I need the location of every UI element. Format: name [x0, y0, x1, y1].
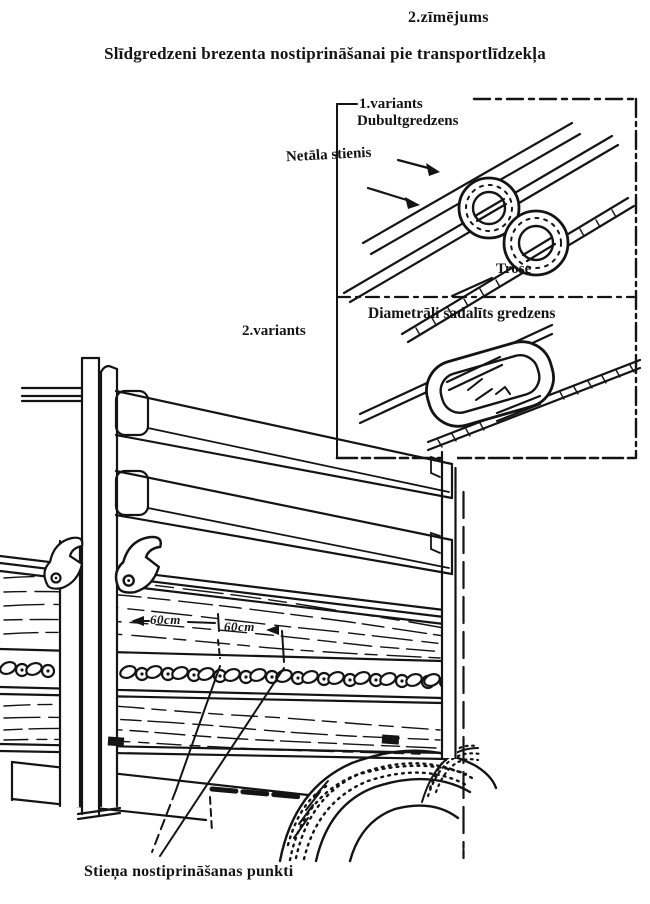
caption-leader-lines	[151, 665, 285, 857]
dimension-60cm-first: 60cm	[150, 612, 181, 627]
tire-hatch	[293, 780, 329, 839]
right-rail	[440, 450, 465, 860]
dimension-60cm-second: 60cm	[224, 619, 255, 634]
variant1-ring-name: Dubultgredzens	[357, 113, 459, 129]
inset-box	[335, 97, 639, 460]
figure-caption: Stieņa nostiprināšanas punkti	[84, 863, 294, 880]
dimension-annotation	[131, 613, 285, 663]
truck-illustration	[0, 356, 498, 863]
second-post	[99, 364, 119, 808]
wheel	[278, 744, 498, 863]
slat-1	[114, 389, 454, 500]
rod-label-arrows	[366, 158, 440, 209]
main-post	[80, 356, 101, 816]
hinge-bolts	[107, 734, 400, 747]
variant1-illustration	[342, 121, 636, 344]
variant2-illustration	[358, 323, 642, 452]
slats	[114, 389, 454, 576]
variant2-label: 2.variants	[242, 323, 306, 339]
left-rails	[20, 386, 84, 403]
post-foot	[76, 806, 122, 821]
ring-joint-marks	[467, 378, 511, 401]
cable-label: Trose	[496, 261, 532, 277]
split-ring	[425, 340, 555, 428]
trose-leader-line	[450, 276, 494, 298]
slat-2	[114, 469, 454, 576]
variant2-ring-name: Diametrāli sadalīts gredzens	[368, 305, 556, 322]
variant1-label: 1.variants	[359, 96, 423, 112]
chassis	[10, 760, 310, 833]
stakes	[58, 356, 122, 821]
front-lower-stake	[58, 539, 82, 808]
figure-number: 2.zīmējums	[408, 9, 489, 26]
tire-stipple	[286, 762, 474, 862]
hook-right	[113, 533, 163, 596]
page-title: Slīdgredzeni brezenta nostiprināšanai pi…	[104, 44, 546, 63]
